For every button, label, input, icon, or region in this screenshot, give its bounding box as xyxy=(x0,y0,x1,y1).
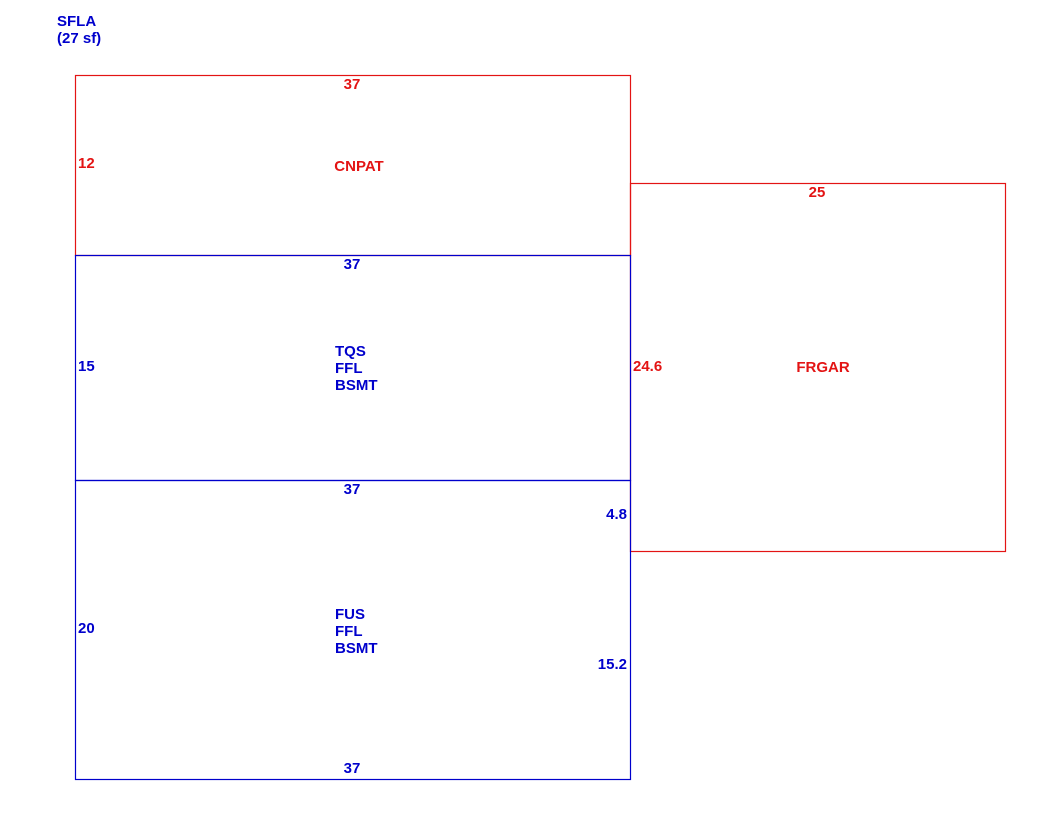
fus-area-codes: FUS FFL BSMT xyxy=(335,606,378,657)
cnpat-left-dimension: 12 xyxy=(78,155,95,172)
tqs-floor-code: FFL xyxy=(335,360,363,377)
sfla-summary: SFLA (27 sf) xyxy=(57,13,101,47)
sfla-label: SFLA xyxy=(57,13,97,30)
cnpat-label: CNPAT xyxy=(334,158,384,175)
fus-outline xyxy=(74,479,632,781)
fus-code: FUS xyxy=(335,606,365,623)
fus-floor-code: FFL xyxy=(335,623,363,640)
tqs-top-dimension: 37 xyxy=(343,256,361,273)
fus-right-lower-dimension: 15.2 xyxy=(597,656,627,673)
tqs-right-dimension: 24.6 xyxy=(633,358,663,375)
frgar-top-dimension: 25 xyxy=(808,184,826,201)
fus-bottom-dimension: 37 xyxy=(343,760,361,777)
tqs-area-codes: TQS FFL BSMT xyxy=(335,343,378,394)
fus-top-dimension: 37 xyxy=(343,481,361,498)
fus-left-dimension: 20 xyxy=(78,620,95,637)
tqs-basement-code: BSMT xyxy=(335,377,378,394)
tqs-left-dimension: 15 xyxy=(78,358,95,375)
fus-right-upper-dimension: 4.8 xyxy=(606,506,627,523)
tqs-code: TQS xyxy=(335,343,366,360)
fus-basement-code: BSMT xyxy=(335,640,378,657)
frgar-label: FRGAR xyxy=(796,359,850,376)
sfla-area: (27 sf) xyxy=(57,30,102,47)
cnpat-top-dimension: 37 xyxy=(343,76,361,93)
